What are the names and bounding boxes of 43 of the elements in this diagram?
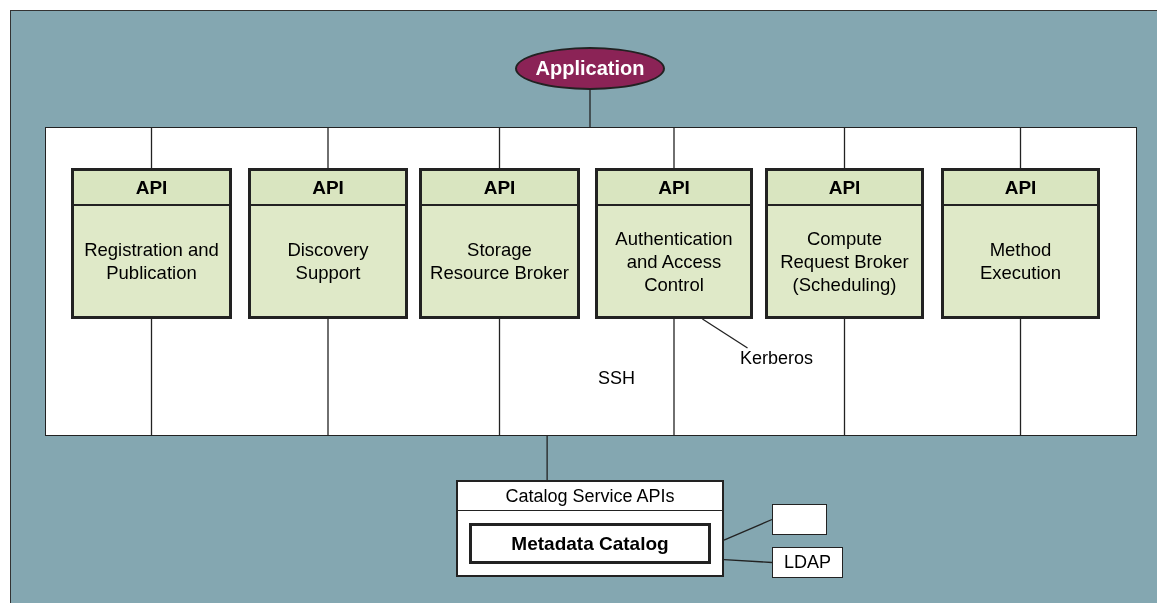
metadata-box: Metadata Catalog bbox=[469, 523, 711, 564]
api-header: API bbox=[944, 171, 1097, 206]
api-header: API bbox=[598, 171, 750, 206]
connector-line bbox=[673, 126, 675, 169]
connector-line bbox=[1019, 126, 1022, 169]
api-header: API bbox=[74, 171, 229, 206]
connector-line bbox=[327, 318, 329, 437]
module-label: Authentication and Access Control bbox=[614, 226, 734, 296]
catalog-box bbox=[456, 480, 724, 577]
module-box bbox=[595, 168, 753, 319]
connector-line bbox=[150, 318, 153, 437]
connector-line bbox=[498, 126, 501, 169]
connector-line bbox=[843, 126, 846, 169]
connector-line bbox=[843, 318, 846, 437]
connector-line bbox=[327, 126, 329, 169]
module-label: Discovery Support bbox=[286, 238, 370, 284]
module-box bbox=[248, 168, 408, 319]
module-box bbox=[941, 168, 1100, 319]
empty-box bbox=[45, 127, 1137, 436]
note-label: SSH bbox=[598, 368, 635, 389]
module-label: Registration and Publication bbox=[83, 238, 220, 284]
module-label: Storage Resource Broker bbox=[429, 238, 570, 284]
api-header: API bbox=[251, 171, 405, 206]
connector-line bbox=[723, 558, 773, 564]
module-label: Method Execution bbox=[978, 238, 1063, 284]
empty-box bbox=[772, 504, 827, 535]
module-box bbox=[765, 168, 924, 319]
connector-line bbox=[546, 435, 548, 481]
connector-line bbox=[701, 318, 749, 349]
module-label: Compute Request Broker (Scheduling) bbox=[779, 226, 910, 296]
store-box: LDAP bbox=[772, 547, 843, 578]
connector-line bbox=[1019, 318, 1022, 437]
connector-line bbox=[150, 126, 153, 169]
module-box bbox=[419, 168, 580, 319]
connector-line bbox=[673, 318, 675, 437]
connector-line bbox=[589, 89, 591, 128]
bare-label: Kerberos bbox=[740, 348, 834, 372]
module-box bbox=[71, 168, 232, 319]
catalog-header: Catalog Service APIs bbox=[458, 482, 722, 511]
api-header: API bbox=[422, 171, 577, 206]
connector-line bbox=[723, 518, 773, 541]
connector-line bbox=[498, 318, 501, 437]
api-header: API bbox=[768, 171, 921, 206]
